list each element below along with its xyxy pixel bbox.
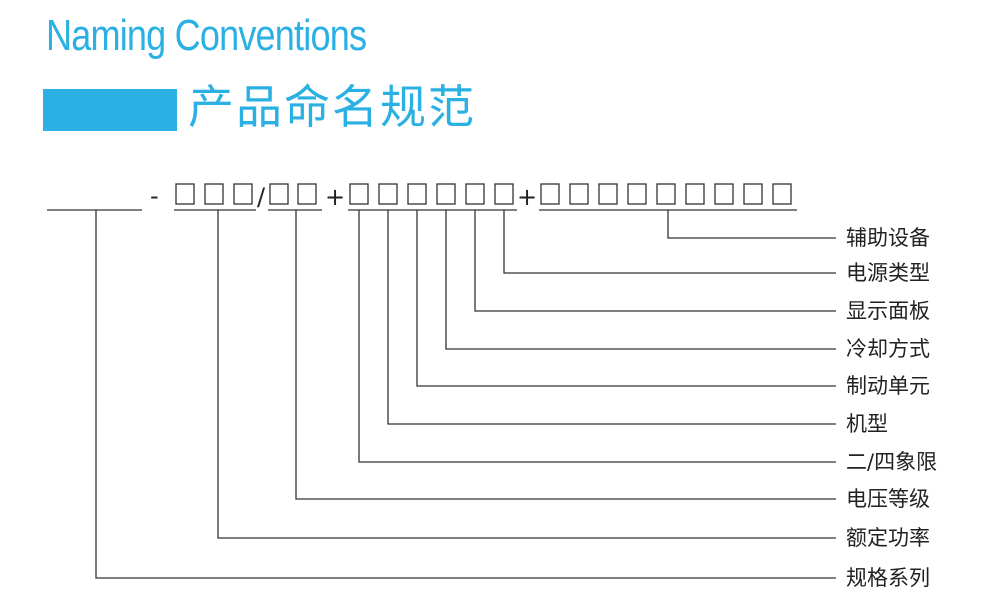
aux-box-8 <box>743 183 763 205</box>
title-english: Naming Conventions <box>46 11 367 60</box>
label-model: 机型 <box>846 412 888 436</box>
power-box-2 <box>204 183 224 205</box>
model-box <box>378 183 398 205</box>
quadrant-box <box>349 183 369 205</box>
brake-box <box>407 183 427 205</box>
title-accent-bar <box>43 89 177 131</box>
leader-rated-power <box>217 210 836 539</box>
aux-box-1 <box>540 183 560 205</box>
leader-series <box>95 210 836 579</box>
leader-aux <box>667 210 836 239</box>
leader-voltage <box>295 210 836 500</box>
cooling-box <box>436 183 456 205</box>
title-chinese: 产品命名规范 <box>188 80 476 134</box>
label-cooling: 冷却方式 <box>846 337 930 361</box>
code-plus-1: + <box>325 183 345 211</box>
power-box-3 <box>233 183 253 205</box>
leader-model <box>387 210 836 425</box>
aux-box-4 <box>627 183 647 205</box>
power-source-box <box>494 183 514 205</box>
label-power-source: 电源类型 <box>846 261 930 285</box>
label-quadrant: 二/四象限 <box>846 450 937 474</box>
code-plus-2: + <box>517 183 537 211</box>
label-rated-power: 额定功率 <box>846 526 930 550</box>
leader-quadrant <box>358 210 836 463</box>
voltage-box-2 <box>297 183 317 205</box>
leader-cooling <box>445 210 836 350</box>
power-box-1 <box>175 183 195 205</box>
label-display-panel: 显示面板 <box>846 299 930 323</box>
label-aux-equipment: 辅助设备 <box>846 226 930 250</box>
label-series: 规格系列 <box>846 566 930 590</box>
voltage-box-1 <box>269 183 289 205</box>
aux-box-6 <box>685 183 705 205</box>
aux-box-3 <box>598 183 618 205</box>
leader-brake <box>416 210 836 387</box>
aux-box-5 <box>656 183 676 205</box>
aux-box-7 <box>714 183 734 205</box>
leader-panel <box>474 210 836 312</box>
aux-box-9 <box>772 183 792 205</box>
code-slash: / <box>257 183 266 211</box>
label-voltage-level: 电压等级 <box>846 487 930 511</box>
label-brake-unit: 制动单元 <box>846 374 930 398</box>
code-dash: - <box>150 182 159 210</box>
aux-box-2 <box>569 183 589 205</box>
leader-power-source <box>503 210 836 274</box>
panel-box <box>465 183 485 205</box>
